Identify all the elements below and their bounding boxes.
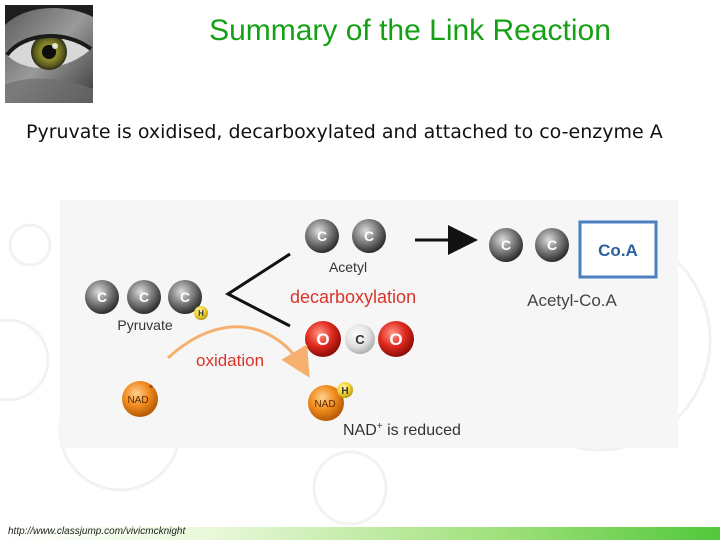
oxidation-label: oxidation bbox=[196, 351, 264, 370]
nad-plus-atom bbox=[122, 381, 158, 417]
split-arrow bbox=[225, 252, 291, 328]
acetyl-coa-carbon-2-label: C bbox=[547, 237, 557, 253]
co2-carbon-label: C bbox=[355, 332, 365, 347]
acetyl-coa-carbon-1-label: C bbox=[501, 237, 511, 253]
nadh-label: NAD bbox=[314, 399, 335, 410]
acetyl-coa-label: Acetyl-Co.A bbox=[527, 291, 617, 310]
nad-plus-molecule: NAD + bbox=[122, 381, 158, 417]
footer-gradient-bar bbox=[0, 527, 720, 540]
pyruvate-hydrogen-atom bbox=[194, 306, 208, 320]
nadh-molecule: NAD H bbox=[308, 382, 353, 421]
pyruvate-label: Pyruvate bbox=[117, 317, 172, 333]
acetyl-carbon-2 bbox=[352, 219, 386, 253]
nadh-hydrogen-atom bbox=[337, 382, 353, 398]
footer-url[interactable]: http://www.classjump.com/vivicmcknight bbox=[8, 526, 186, 537]
carbon-dioxide-molecule: O C O bbox=[305, 321, 414, 357]
acetyl-coa-molecule: C C Co.A Acetyl-Co.A bbox=[489, 220, 658, 310]
coa-box-label: Co.A bbox=[598, 241, 638, 260]
nad-plus-label: NAD bbox=[127, 395, 148, 406]
co2-oxygen-2 bbox=[378, 321, 414, 357]
nad-plus-sign: + bbox=[149, 382, 154, 391]
co2-carbon bbox=[345, 324, 375, 354]
nad-reduced-label: NAD+ is reduced bbox=[343, 421, 461, 439]
nad-reduced-plus: + bbox=[377, 421, 383, 432]
acetyl-label: Acetyl bbox=[329, 259, 367, 275]
link-reaction-diagram: C C C H Pyruvate C C Acetyl decarboxylat… bbox=[60, 200, 678, 448]
eye-photo bbox=[5, 5, 93, 103]
slide-title: Summary of the Link Reaction bbox=[209, 14, 611, 47]
co2-oxygen-1-label: O bbox=[316, 330, 329, 349]
acetyl-coa-carbon-2 bbox=[535, 228, 569, 262]
acetyl-coa-carbon-1 bbox=[489, 228, 523, 262]
nad-reduced-suffix: is reduced bbox=[383, 422, 461, 439]
pyruvate-molecule: C C C H Pyruvate bbox=[85, 280, 208, 333]
nad-reduced-prefix: NAD bbox=[343, 422, 377, 439]
pyruvate-hydrogen-label: H bbox=[198, 309, 204, 318]
nadh-hydrogen-label: H bbox=[341, 386, 348, 397]
decarboxylation-label: decarboxylation bbox=[290, 287, 416, 307]
coa-box bbox=[578, 220, 658, 279]
pyruvate-carbon-2 bbox=[127, 280, 161, 314]
acetyl-carbon-2-label: C bbox=[364, 228, 374, 244]
oxidation-arrow bbox=[166, 325, 310, 378]
nadh-atom bbox=[308, 385, 344, 421]
pyruvate-carbon-3-label: C bbox=[180, 289, 190, 305]
pyruvate-carbon-1 bbox=[85, 280, 119, 314]
pyruvate-carbon-1-label: C bbox=[97, 289, 107, 305]
body-text: Pyruvate is oxidised, decarboxylated and… bbox=[26, 121, 663, 143]
acetyl-carbon-1-label: C bbox=[317, 228, 327, 244]
pyruvate-carbon-2-label: C bbox=[139, 289, 149, 305]
co2-oxygen-1 bbox=[305, 321, 341, 357]
pyruvate-carbon-3 bbox=[168, 280, 202, 314]
co2-oxygen-2-label: O bbox=[389, 330, 402, 349]
acetyl-carbon-1 bbox=[305, 219, 339, 253]
acetyl-molecule: C C Acetyl bbox=[305, 219, 386, 275]
